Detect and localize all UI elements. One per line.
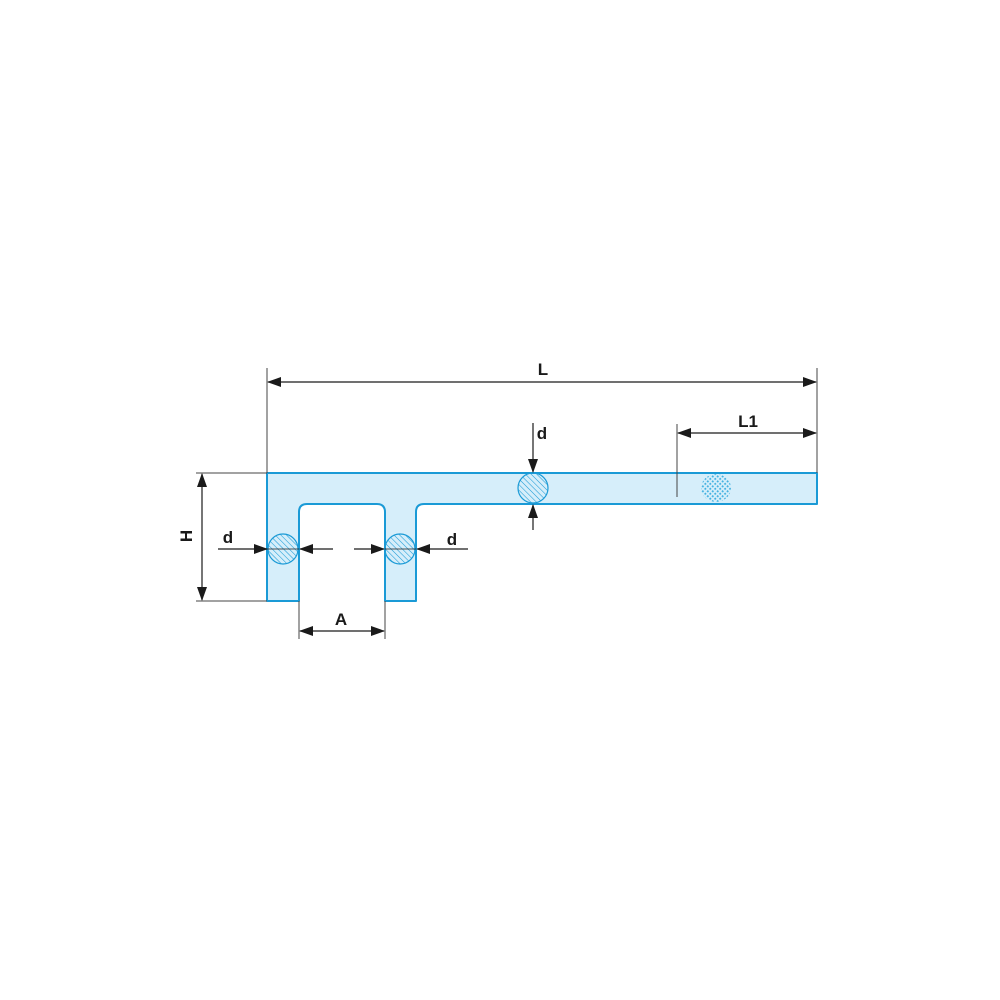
dimension-H: H <box>177 472 267 602</box>
label-A: A <box>335 610 347 629</box>
dimension-d-right: d <box>354 530 468 554</box>
dimension-L1: L1 <box>676 412 817 497</box>
dimension-L: L <box>266 360 818 473</box>
label-d-left: d <box>223 528 233 547</box>
label-d-right: d <box>447 530 457 549</box>
tool-body <box>266 472 818 602</box>
label-d-top: d <box>537 424 547 443</box>
dimension-A: A <box>298 601 386 639</box>
dimension-d-top: d <box>528 423 547 530</box>
label-L1: L1 <box>738 412 758 431</box>
bar-section <box>517 472 549 504</box>
label-L: L <box>538 360 548 379</box>
label-H: H <box>177 530 196 542</box>
dimension-d-left: d <box>218 528 333 554</box>
grip-knurl-section <box>701 474 731 502</box>
